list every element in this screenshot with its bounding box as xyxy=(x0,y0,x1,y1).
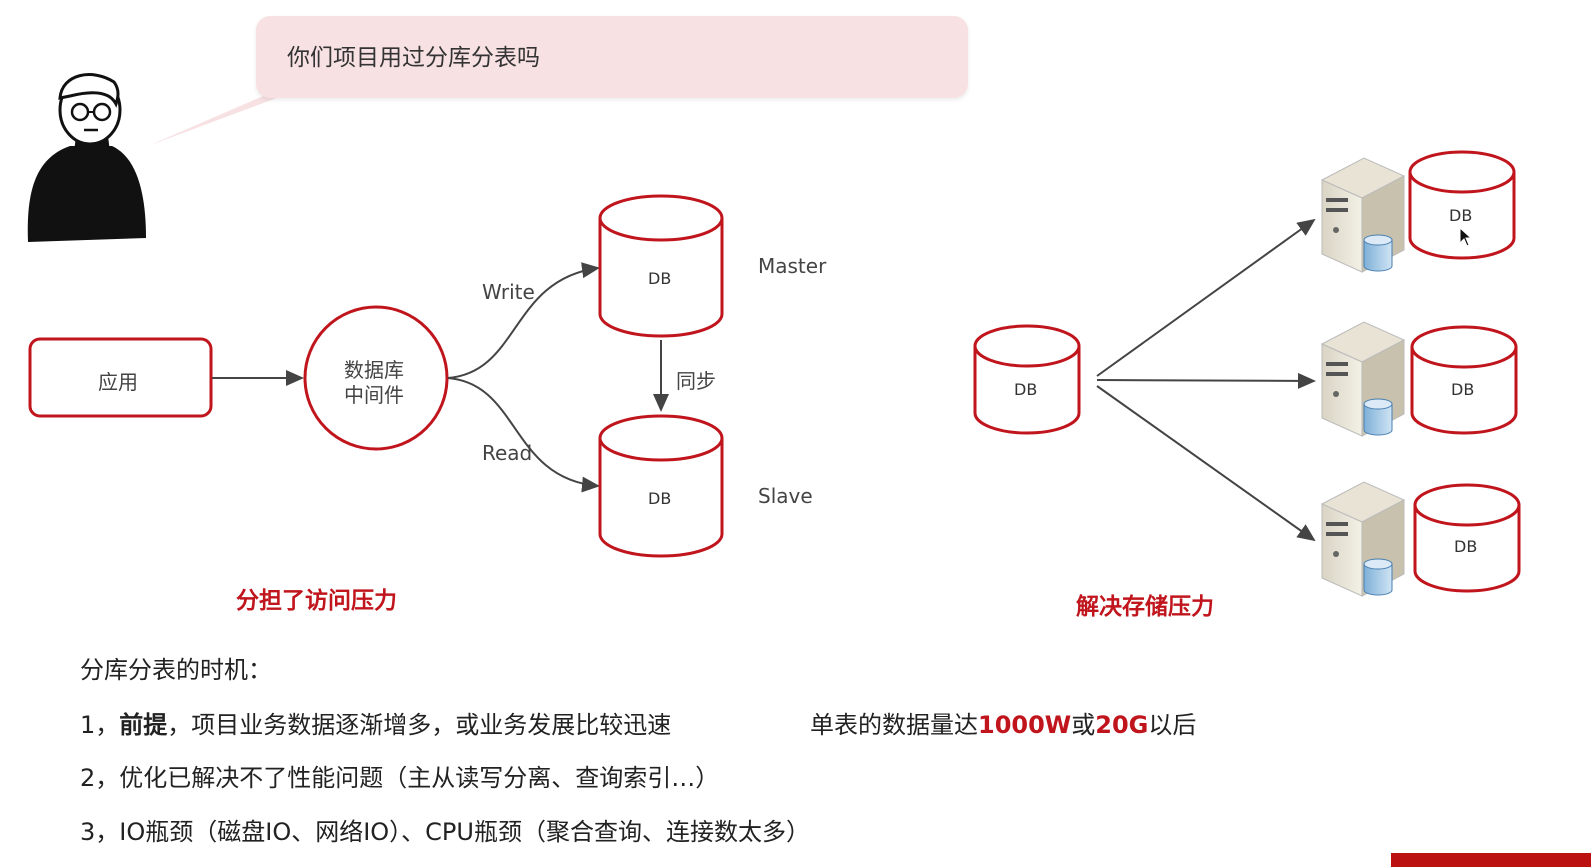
line1-prefix: 1， xyxy=(80,711,120,739)
target-db-cylinder xyxy=(1410,325,1518,435)
right-caption: 解决存储压力 xyxy=(1076,594,1214,620)
notes-line-2: 2，优化已解决不了性能问题（主从读写分离、查询索引…） xyxy=(80,764,720,792)
corner-decoration xyxy=(1391,853,1591,867)
line1-right-c: 以后 xyxy=(1148,711,1197,739)
notes-heading: 分库分表的时机： xyxy=(80,656,272,684)
write-label: Write xyxy=(482,280,535,304)
line1-rest: ，项目业务数据逐渐增多，或业务发展比较迅速 xyxy=(167,711,672,739)
source-db-label: DB xyxy=(1014,380,1038,399)
server-icon xyxy=(1320,157,1406,273)
mouse-cursor-icon xyxy=(1459,226,1473,251)
sync-label: 同步 xyxy=(676,369,716,393)
target-db-label-2: DB xyxy=(1451,380,1475,399)
target-db-label-3: DB xyxy=(1454,537,1478,556)
target-db-label-1: DB xyxy=(1449,206,1473,225)
line1-right-a: 单表的数据量达 xyxy=(810,711,978,739)
line1-right-hl2: 20G xyxy=(1095,711,1149,739)
line1-right-b: 或 xyxy=(1071,711,1096,739)
speech-bubble xyxy=(256,16,968,98)
master-db-cylinder xyxy=(598,194,724,338)
middleware-label-line1: 数据库 xyxy=(344,358,404,382)
line1-bold: 前提 xyxy=(119,711,168,739)
server-icon xyxy=(1320,481,1406,597)
slave-label: Slave xyxy=(758,484,813,508)
master-db-label: DB xyxy=(648,269,672,288)
shard-arrow-3 xyxy=(1096,385,1316,542)
app-label: 应用 xyxy=(98,370,138,394)
master-label: Master xyxy=(758,254,827,278)
source-db-cylinder xyxy=(973,324,1081,435)
middleware-circle xyxy=(303,305,449,451)
middleware-label-line2: 中间件 xyxy=(344,383,404,407)
line1-right-hl1: 1000W xyxy=(978,711,1072,739)
read-arrow xyxy=(447,377,600,493)
shard-arrow-1 xyxy=(1096,218,1316,377)
bubble-tail xyxy=(148,80,300,146)
left-caption: 分担了访问压力 xyxy=(236,588,397,614)
target-db-cylinder xyxy=(1408,150,1516,260)
app-box xyxy=(28,337,213,418)
notes-line-1-right: 单表的数据量达1000W或20G以后 xyxy=(810,705,1196,740)
person-illustration xyxy=(27,73,146,242)
read-label: Read xyxy=(482,441,533,465)
target-db-cylinder xyxy=(1413,483,1521,593)
notes-line-3: 3，IO瓶颈（磁盘IO、网络IO）、CPU瓶颈（聚合查询、连接数太多） xyxy=(80,818,810,846)
notes-line-1: 1，前提，项目业务数据逐渐增多，或业务发展比较迅速 xyxy=(80,705,671,740)
slave-db-cylinder xyxy=(598,414,724,558)
write-arrow xyxy=(447,262,600,379)
bubble-question: 你们项目用过分库分表吗 xyxy=(287,45,540,71)
server-icon xyxy=(1320,321,1406,437)
shard-arrow-2 xyxy=(1096,372,1316,389)
slave-db-label: DB xyxy=(648,489,672,508)
